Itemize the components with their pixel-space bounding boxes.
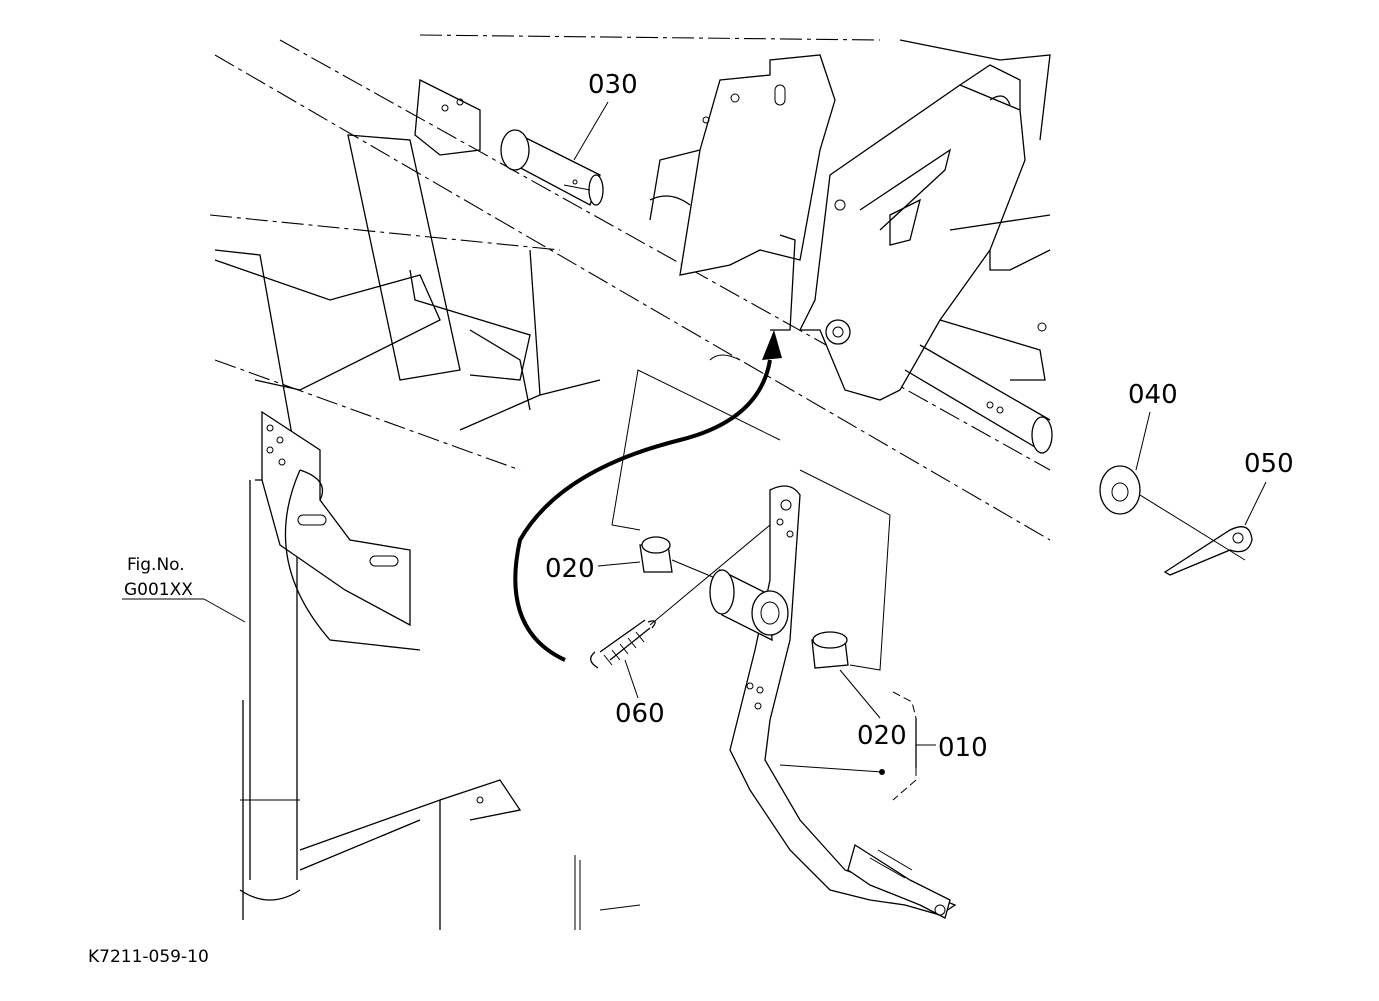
callout-030: 030 [588, 70, 638, 100]
assembly-arrow [513, 330, 782, 662]
frame-structure [209, 34, 1051, 930]
part-040-washer [1099, 411, 1151, 515]
part-050-cotter-pin [1163, 481, 1267, 576]
assembly-axis [1139, 494, 1246, 561]
fig-no-label: Fig.No. [127, 555, 185, 575]
callout-020-lower: 020 [857, 721, 907, 751]
callout-050: 050 [1244, 449, 1294, 479]
part-030-pin [500, 101, 609, 206]
callout-060: 060 [615, 699, 665, 729]
part-020-bushing-lower [811, 631, 881, 719]
part-010-pedal-arm [709, 485, 957, 919]
figure-reference [122, 598, 246, 623]
callout-040: 040 [1128, 380, 1178, 410]
pedal-bracket-assembly [649, 39, 1053, 454]
fig-no-code: G001XX [124, 580, 193, 600]
callout-020-upper: 020 [545, 554, 595, 584]
callout-010: 010 [938, 733, 988, 763]
part-060-spring [590, 524, 771, 699]
group-bracket-010 [892, 691, 936, 801]
drawing-code: K7211-059-10 [88, 947, 209, 967]
part-020-bushing-upper [597, 536, 721, 581]
